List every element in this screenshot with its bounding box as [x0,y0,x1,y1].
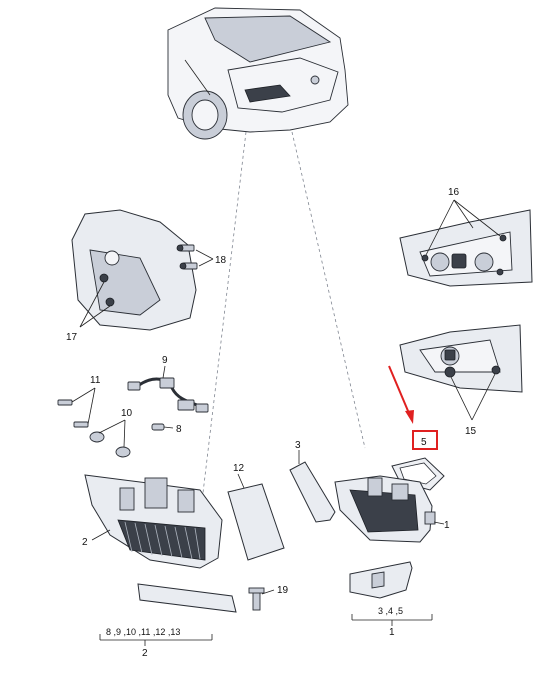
bulb-11-icon [57,399,89,428]
callout-11: 11 [90,375,101,386]
callout-5: 5 [421,437,427,448]
callout-1-bottom: 1 [389,627,395,638]
trunk-interior-panel [71,209,197,331]
bolt-18-icon [176,244,198,270]
callout-17: 17 [66,332,78,343]
callout-3: 3 [295,440,301,451]
bulb-8-icon [151,423,165,431]
cover-12 [227,483,285,561]
callout-8: 8 [176,424,182,435]
callout-12: 12 [233,463,245,474]
group-bracket-right [351,614,433,626]
group-label-left: 8 ,9 ,10 ,11 ,12 ,13 [106,627,180,637]
callout-1-side: 1 [444,520,450,531]
seal-strip [137,583,237,613]
bracket-3 [289,461,336,523]
highlight-marker [388,365,438,450]
tail-lamp-2 [84,474,223,569]
socket-10-icon [89,431,131,458]
callout-9: 9 [162,355,168,366]
rear-lamp-mount-panel-bottom [399,324,523,393]
callout-2-bottom: 2 [142,648,148,659]
callout-18: 18 [215,255,227,266]
car-rear-view-illustration [167,7,349,140]
callout-19: 19 [277,585,289,596]
bracket-4 [349,561,413,599]
reference-dashes [194,131,366,561]
callout-15: 15 [465,426,477,437]
group-label-right: 3 ,4 ,5 [378,606,403,616]
wiring-harness-9 [127,377,209,413]
callout-2-side: 2 [82,537,88,548]
rear-lamp-mount-panel-top [399,209,533,287]
tail-lamp-1 [334,475,436,543]
bolt-19-icon [248,587,265,611]
callout-16: 16 [448,187,460,198]
group-bracket-left [99,634,213,646]
callout-10: 10 [121,408,133,419]
